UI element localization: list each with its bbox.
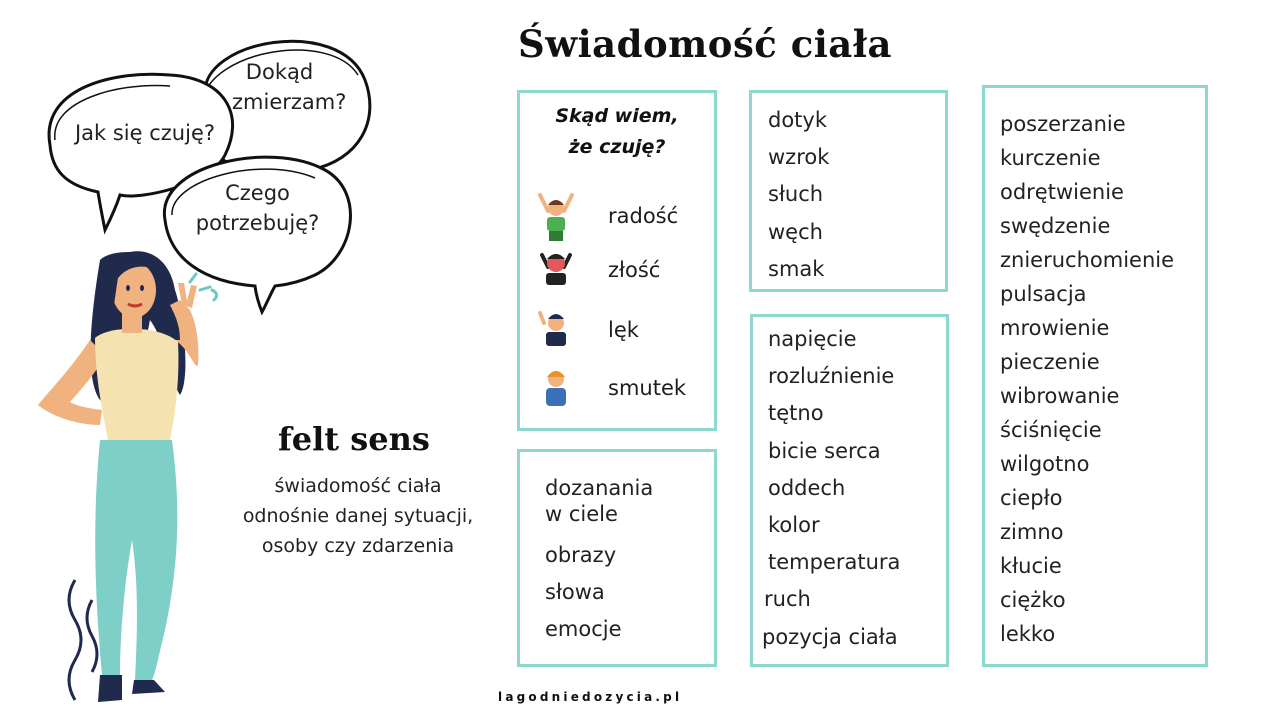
sense-item: dotyk: [768, 108, 828, 132]
body-signals-box: napięcie rozluźnienie tętno bicie serca …: [750, 314, 949, 667]
body-signal-item: napięcie: [768, 327, 857, 351]
sensation-item: ciepło: [1000, 486, 1063, 510]
sensation-item: wibrowanie: [1000, 384, 1120, 408]
sad-person-icon: [546, 371, 566, 406]
body-signals-list: napięcie rozluźnienie tętno bicie serca …: [762, 321, 901, 656]
bubble-where-line2: zmierzam?: [232, 90, 347, 114]
bubble-need-text: Czego potrzebuję?: [190, 178, 325, 238]
sensation-item: poszerzanie: [1000, 112, 1126, 136]
emotion-row-joy: radość: [534, 191, 678, 241]
sensation-item: pieczenie: [1000, 350, 1100, 374]
emotion-label: lęk: [608, 318, 639, 342]
sensation-item: swędzenie: [1000, 214, 1111, 238]
footer-website: lagodniedozycia.pl: [498, 690, 683, 704]
body-signal-item: bicie serca: [768, 438, 881, 463]
experience-item: słowa: [545, 580, 605, 605]
body-signal-item: pozycja ciała: [762, 624, 898, 649]
body-signal-item: oddech: [768, 475, 846, 500]
experience-item: w ciele: [545, 502, 618, 526]
bubble-how-feel-text: Jak się czuję?: [74, 121, 216, 145]
felt-sense-description: świadomość ciała odnośnie danej sytuacji…: [226, 471, 490, 561]
sense-item: węch: [768, 219, 823, 244]
emotions-heading-line1: Skąd wiem,: [555, 105, 679, 127]
sensation-item: pulsacja: [1000, 282, 1087, 306]
emotion-label: złość: [608, 258, 661, 282]
speech-bubble-icon: [47, 72, 235, 235]
felt-sense-line3: osoby czy zdarzenia: [261, 535, 455, 557]
experience-list: dozanania w ciele obrazy słowa emocje: [545, 475, 653, 649]
experience-item: emocje: [545, 617, 622, 642]
emotion-label: smutek: [608, 376, 687, 400]
sense-item: wzrok: [768, 145, 830, 170]
sense-item: słuch: [768, 182, 824, 207]
emotion-label: radość: [608, 204, 679, 228]
body-signal-item: tętno: [768, 401, 824, 426]
senses-list: dotyk wzrok słuch węch smak: [768, 102, 829, 288]
experience-item: dozanania: [545, 476, 654, 500]
page-title: Świadomość ciała: [518, 22, 892, 66]
sensation-item: odrętwienie: [1000, 180, 1124, 204]
senses-box: dotyk wzrok słuch węch smak: [749, 90, 948, 292]
bubble-need-line1: Czego: [225, 181, 290, 205]
sensation-item: mrowienie: [1000, 316, 1110, 340]
sensation-item: zimno: [1000, 520, 1064, 544]
body-signal-item: ruch: [764, 587, 811, 612]
woman-thinking-illustration: [38, 39, 372, 702]
angry-person-icon: [540, 253, 572, 285]
bubble-need-line2: potrzebuję?: [195, 211, 320, 235]
sensation-item: znieruchomienie: [1000, 248, 1175, 272]
sensation-item: kłucie: [1000, 554, 1062, 578]
fearful-person-icon: [538, 311, 566, 346]
woman-figure-icon: [38, 251, 199, 702]
emotions-box: Skąd wiem, że czuję? radość złość lęk s: [517, 90, 717, 431]
experience-item: obrazy: [545, 543, 617, 567]
bubble-where-line1: Dokąd: [245, 60, 314, 84]
felt-sense-title: felt sens: [278, 420, 430, 458]
body-signal-item: rozluźnienie: [768, 364, 895, 389]
sensation-item: lekko: [1000, 622, 1056, 646]
sensation-item: ściśnięcie: [1000, 418, 1102, 442]
sensation-item: kurczenie: [1000, 146, 1101, 170]
body-signal-item: temperatura: [768, 550, 901, 575]
felt-sense-line2: odnośnie danej sytuacji,: [242, 505, 474, 527]
emotions-heading: Skąd wiem, że czuję?: [520, 101, 714, 163]
experience-box: dozanania w ciele obrazy słowa emocje: [517, 449, 717, 667]
sense-item: smak: [768, 256, 825, 281]
body-signal-item: kolor: [768, 513, 820, 538]
sensations-box: poszerzanie kurczenie odrętwienie swędze…: [982, 85, 1208, 667]
emotion-row-sadness: smutek: [534, 363, 686, 413]
bubble-where-text: Dokąd zmierzam?: [232, 57, 347, 117]
emotion-row-fear: lęk: [534, 305, 639, 355]
emotion-row-anger: złość: [534, 245, 660, 295]
joyful-person-icon: [538, 193, 574, 241]
sensations-list: poszerzanie kurczenie odrętwienie swędze…: [1000, 107, 1174, 651]
sensation-item: wilgotno: [1000, 452, 1090, 476]
felt-sense-line1: świadomość ciała: [274, 475, 442, 497]
speech-bubble-icon: [163, 155, 352, 316]
emotions-heading-line2: że czuję?: [568, 136, 666, 158]
sensation-item: ciężko: [1000, 588, 1066, 612]
